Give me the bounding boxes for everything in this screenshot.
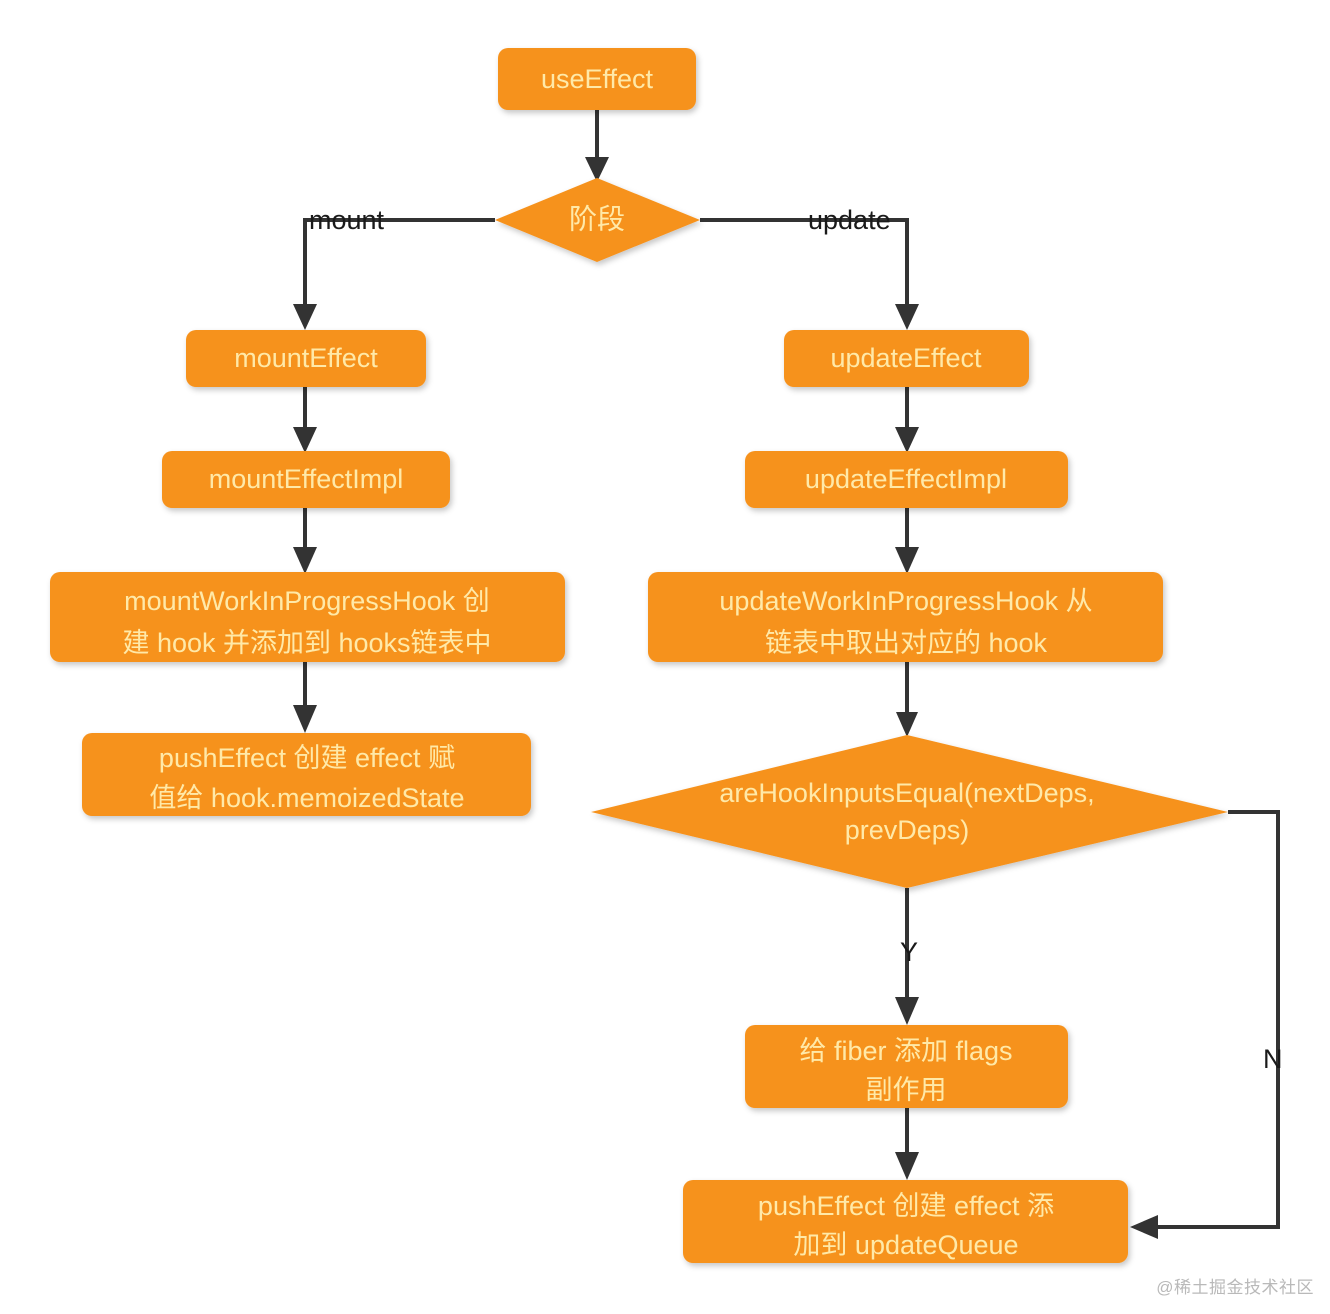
node-pusheffect-mount-label-line1: pushEffect 创建 effect 赋 (159, 743, 455, 773)
node-fiber-flags-label-line2: 副作用 (866, 1075, 947, 1105)
node-arehookinputsequal-label-line1: areHookInputsEqual(nextDeps, (719, 778, 1094, 808)
node-fiber-flags-label-line1: 给 fiber 添加 flags (799, 1036, 1012, 1066)
node-updateeffect-shape (784, 330, 1029, 387)
node-updateworkinprogresshook-label-line2: 链表中取出对应的 hook (765, 628, 1048, 658)
node-arehookinputsequal-label-line2: prevDeps) (845, 815, 970, 845)
edge-label-yes: Y (900, 937, 918, 967)
node-pusheffect-mount[interactable]: pushEffect 创建 effect 赋 值给 hook.memoizedS… (82, 733, 531, 816)
node-mounteffect-shape (186, 330, 426, 387)
node-pusheffect-mount-label-line2: 值给 hook.memoizedState (149, 783, 464, 813)
edge-label-no: N (1263, 1044, 1283, 1074)
node-mountworkinprogresshook[interactable]: mountWorkInProgressHook 创 建 hook 并添加到 ho… (50, 572, 565, 662)
node-updateworkinprogresshook-shape (648, 572, 1163, 662)
edge-fiberflags-to-pusheffectupdate (895, 1108, 919, 1180)
edge-label-mount: mount (309, 205, 385, 235)
node-mountworkinprogresshook-label-line2: 建 hook 并添加到 hooks链表中 (122, 628, 491, 658)
node-pusheffect-update-label-line1: pushEffect 创建 effect 添 (758, 1191, 1054, 1221)
node-arehookinputsequal[interactable]: areHookInputsEqual(nextDeps, prevDeps) (591, 735, 1228, 888)
node-mounteffect[interactable]: mountEffect (186, 330, 426, 387)
node-mounteffectimpl[interactable]: mountEffectImpl (162, 451, 450, 508)
node-mountworkinprogresshook-shape (50, 572, 565, 662)
node-mounteffectimpl-shape (162, 451, 450, 508)
node-updateeffectimpl-label: updateEffectImpl (805, 464, 1007, 494)
node-mounteffectimpl-label: mountEffectImpl (209, 464, 404, 494)
node-useeffect-shape (498, 48, 696, 110)
edge-updateeffect-to-updateeffectimpl (895, 387, 919, 453)
node-phase[interactable]: 阶段 (495, 178, 700, 262)
watermark-text: @稀土掘金技术社区 (1156, 1278, 1314, 1297)
node-useeffect-label: useEffect (541, 64, 654, 94)
edge-arehookinputsequal-yes-to-fiberflags: Y (895, 888, 919, 1025)
edge-mounteffect-to-mounteffectimpl (293, 387, 317, 453)
edge-useeffect-to-phase (585, 110, 609, 182)
node-useeffect[interactable]: useEffect (498, 48, 696, 110)
edge-updateeffectimpl-to-updatewiphook (895, 508, 919, 574)
edge-phase-to-updateeffect: update (700, 205, 919, 330)
node-mounteffect-label: mountEffect (234, 343, 378, 373)
node-updateworkinprogresshook[interactable]: updateWorkInProgressHook 从 链表中取出对应的 hook (648, 572, 1163, 662)
edge-phase-to-mounteffect: mount (293, 205, 495, 330)
node-updateworkinprogresshook-label-line1: updateWorkInProgressHook 从 (719, 586, 1092, 616)
node-updateeffect-label: updateEffect (830, 343, 982, 373)
edge-mounteffectimpl-to-mountwiphook (293, 508, 317, 574)
edge-mountwiphook-to-pusheffectmount (293, 662, 317, 733)
node-updateeffect[interactable]: updateEffect (784, 330, 1029, 387)
node-pusheffect-mount-shape (82, 733, 531, 816)
node-arehookinputsequal-shape (591, 735, 1228, 888)
node-pusheffect-update-label-line2: 加到 updateQueue (793, 1230, 1018, 1260)
node-mountworkinprogresshook-label-line1: mountWorkInProgressHook 创 (124, 586, 490, 616)
edge-arehookinputsequal-no-to-pusheffectupdate: N (1130, 810, 1283, 1239)
node-pusheffect-update-shape (683, 1180, 1128, 1263)
node-phase-label: 阶段 (569, 203, 625, 234)
edge-label-update: update (808, 205, 891, 235)
node-fiber-flags-shape (745, 1025, 1068, 1108)
node-updateeffectimpl[interactable]: updateEffectImpl (745, 451, 1068, 508)
edge-updatewiphook-to-arehookinputsequal (896, 662, 918, 737)
node-pusheffect-update[interactable]: pushEffect 创建 effect 添 加到 updateQueue (683, 1180, 1128, 1263)
node-fiber-flags[interactable]: 给 fiber 添加 flags 副作用 (745, 1025, 1068, 1108)
node-updateeffectimpl-shape (745, 451, 1068, 508)
node-phase-shape (495, 178, 700, 262)
